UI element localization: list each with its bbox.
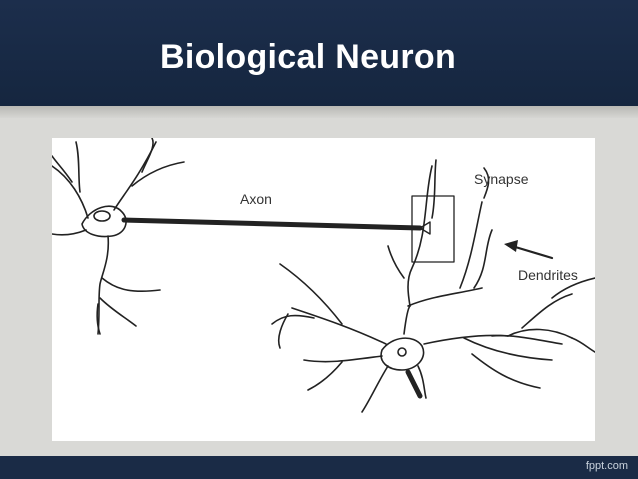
right-dendrite xyxy=(361,365,389,413)
right-axon-stub xyxy=(405,369,423,399)
dendrites-arrowhead xyxy=(504,240,518,252)
axon-label: Axon xyxy=(240,191,272,207)
right-dendrite xyxy=(571,337,595,353)
right-dendrite xyxy=(403,305,411,335)
right-dendrite xyxy=(483,167,490,199)
right-dendrite xyxy=(279,263,343,325)
left-dendrite xyxy=(99,297,137,327)
dendrites-label: Dendrites xyxy=(518,267,578,283)
right-dendrite xyxy=(463,337,553,361)
right-dendrite xyxy=(521,293,573,329)
left-dendrite xyxy=(101,277,161,293)
left-dendrite xyxy=(96,303,101,335)
axon-terminal xyxy=(419,221,431,235)
left-dendrite xyxy=(131,161,185,187)
footer-bar xyxy=(0,456,638,479)
right-dendrite xyxy=(303,355,383,363)
synapse-box xyxy=(411,195,455,263)
right-dendrite xyxy=(407,287,483,307)
left-dendrite xyxy=(97,235,110,335)
left-dendrite xyxy=(75,141,81,193)
right-nucleus xyxy=(397,347,407,357)
right-dendrite xyxy=(507,328,573,339)
right-cell-body xyxy=(380,337,425,371)
left-nucleus xyxy=(93,210,111,222)
right-dendrite xyxy=(277,313,289,349)
synapse-label: Synapse xyxy=(474,171,529,187)
left-dendrite xyxy=(52,229,87,236)
brand-watermark: fppt.com xyxy=(585,460,628,472)
dendrites-arrow xyxy=(510,244,554,260)
right-dendrite xyxy=(551,277,595,299)
neuron-diagram: Axon Synapse Dendrites xyxy=(52,138,595,413)
right-dendrite xyxy=(291,307,387,345)
left-cell-body xyxy=(81,205,127,238)
right-dendrite xyxy=(271,314,315,325)
title-bar: Biological Neuron xyxy=(0,0,638,108)
right-dendrite xyxy=(473,229,493,289)
left-dendrite xyxy=(141,138,154,173)
right-dendrite xyxy=(307,361,343,391)
left-dendrite xyxy=(52,155,73,183)
right-dendrite xyxy=(417,365,427,399)
right-dendrite xyxy=(491,334,563,345)
right-dendrite xyxy=(471,353,541,389)
right-dendrite xyxy=(407,165,433,307)
left-dendrite xyxy=(113,141,157,211)
header-shadow-stripe xyxy=(0,106,638,118)
left-dendrite xyxy=(52,165,89,219)
neuron-diagram-panel: Axon Synapse Dendrites xyxy=(52,138,595,441)
slide-title: Biological Neuron xyxy=(160,38,457,76)
right-dendrite xyxy=(431,159,437,219)
right-dendrite xyxy=(459,201,483,289)
axon xyxy=(121,217,423,231)
right-dendrite xyxy=(387,245,405,279)
